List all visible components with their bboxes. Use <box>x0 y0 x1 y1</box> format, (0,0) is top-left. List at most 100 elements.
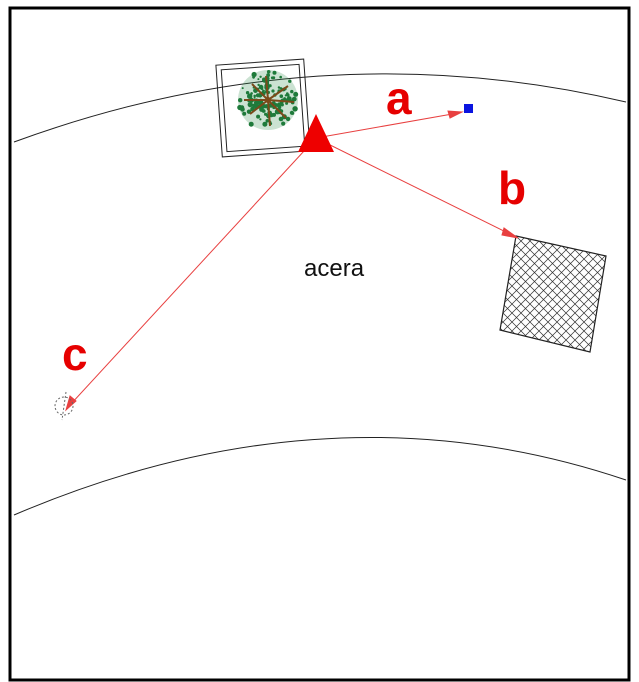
hatch-line <box>500 236 588 352</box>
hatch-line <box>500 236 534 352</box>
foliage-dot <box>262 89 265 93</box>
foliage-dot <box>272 70 277 75</box>
foliage-dot <box>261 109 266 113</box>
foliage-dot <box>245 91 250 95</box>
foliage-dot <box>238 98 243 103</box>
hatch-line <box>535 236 606 352</box>
hatch-line <box>500 236 570 352</box>
foliage-dot <box>264 112 268 116</box>
drain-symbol <box>54 391 74 421</box>
arrow-head-b <box>501 227 519 239</box>
distance-label-a: a <box>386 72 412 124</box>
tree-icon <box>237 70 299 130</box>
hatch-line <box>517 236 606 352</box>
hatch-line <box>329 220 479 370</box>
foliage-dot <box>240 105 244 108</box>
foliage-dot <box>279 106 282 109</box>
upper-curb-line <box>13 73 627 143</box>
foliage-dot <box>271 89 275 93</box>
foliage-dot <box>240 107 245 112</box>
tree-pit <box>215 58 311 158</box>
measure-line-c <box>69 137 317 406</box>
foliage-dot <box>256 114 261 119</box>
hatch-line <box>635 220 639 370</box>
foliage-dot <box>279 87 283 90</box>
drawing-frame <box>8 6 631 682</box>
lower-curb-line <box>13 436 627 516</box>
foliage-dot <box>277 86 281 89</box>
hatch-line <box>500 236 516 352</box>
hatch-line <box>347 220 497 370</box>
measure-lines <box>65 110 519 412</box>
hatch-line <box>608 220 639 370</box>
foliage-dot <box>242 111 247 116</box>
hatch-line <box>320 220 470 370</box>
foliage-dot <box>262 121 268 127</box>
hatch-line <box>338 220 488 370</box>
foliage-dot <box>265 119 270 123</box>
arrow-head-a <box>447 110 464 119</box>
hatch-line <box>500 236 579 352</box>
hatch-line <box>500 236 507 352</box>
foliage-dot <box>281 121 286 126</box>
foliage-dot <box>291 112 295 115</box>
foliage-dot <box>259 118 262 121</box>
hatch-line <box>500 236 561 352</box>
distance-label-b: b <box>498 162 526 214</box>
hatch-line <box>553 236 606 352</box>
measure-line-a <box>315 112 459 139</box>
foliage-dot <box>247 102 253 108</box>
hatched-grate <box>320 220 639 370</box>
foliage-dot <box>247 93 253 99</box>
hatch-line <box>500 236 525 352</box>
hatch-line <box>500 236 606 352</box>
arrow-head-c <box>65 395 77 412</box>
hatch-line <box>562 236 606 352</box>
observer-triangle <box>298 114 334 152</box>
hatch-line <box>500 236 534 352</box>
foliage-dot <box>251 71 257 78</box>
foliage-dot <box>292 106 298 112</box>
foliage-dot <box>279 75 283 79</box>
hatch-line <box>589 236 606 352</box>
foliage-dot <box>253 96 256 99</box>
hatch-line <box>544 236 606 352</box>
hatch-line <box>500 236 606 352</box>
hatch-line <box>500 236 606 352</box>
hatch-line <box>500 236 606 352</box>
hatch-line <box>329 220 479 370</box>
foliage-dot <box>258 84 264 90</box>
small-marker <box>464 104 473 113</box>
foliage-dot <box>241 87 244 90</box>
hatch-line <box>500 236 516 352</box>
foliage-dot <box>253 94 256 98</box>
measure-line-b <box>315 137 513 236</box>
hatch-line <box>544 236 606 352</box>
foliage-dot <box>285 101 289 105</box>
foliage-dot <box>253 100 259 105</box>
hatch-line <box>500 236 552 352</box>
foliage-dot <box>259 75 262 79</box>
hatch-line <box>500 236 507 352</box>
hatch-line <box>535 236 606 352</box>
hatch-line <box>500 236 543 352</box>
hatch-line <box>598 236 606 352</box>
foliage-dot <box>266 70 271 74</box>
hatch-line <box>320 220 470 370</box>
foliage-dot <box>248 121 254 127</box>
foliage-dot <box>257 83 260 87</box>
area-label: acera <box>304 255 365 282</box>
foliage-dot <box>293 91 299 97</box>
hatch-line <box>517 236 606 352</box>
foliage-dot <box>270 76 274 80</box>
foliage-dot <box>255 93 260 98</box>
hatch-line <box>347 220 497 370</box>
foliage-dot <box>286 92 289 95</box>
hatch-line <box>589 236 606 352</box>
foliage-dot <box>266 73 270 78</box>
foliage-dot <box>284 94 287 97</box>
hatch-line <box>598 236 606 352</box>
hatch-line <box>500 236 525 352</box>
foliage-dot <box>279 94 284 98</box>
